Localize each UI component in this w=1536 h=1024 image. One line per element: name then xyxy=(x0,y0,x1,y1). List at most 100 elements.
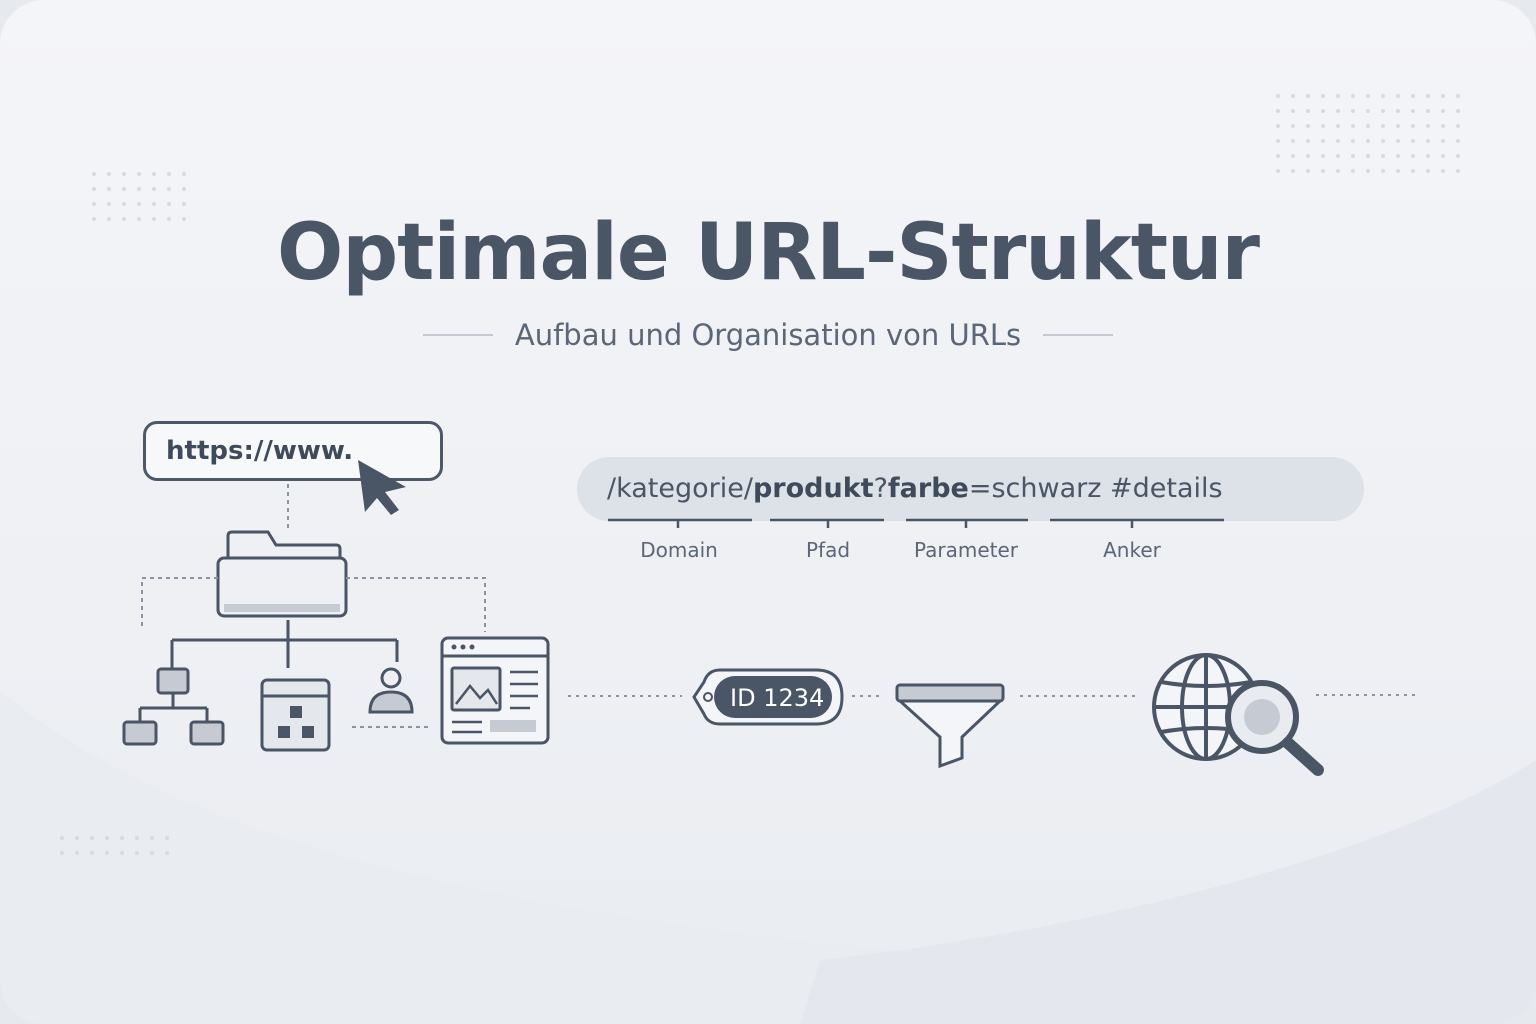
url-structure-bar: /kategorie/produkt?farbe=schwarz #detail… xyxy=(577,457,1364,521)
segment-label-pfad: Pfad xyxy=(805,538,851,562)
url-path-part1: /kategorie/ xyxy=(607,473,753,504)
decor-dot xyxy=(60,851,64,855)
decor-dot xyxy=(1276,169,1280,173)
decor-dot xyxy=(122,172,126,176)
decor-dot xyxy=(182,187,186,191)
decor-dot xyxy=(137,202,141,206)
decor-dot xyxy=(1441,139,1445,143)
decor-dot xyxy=(182,172,186,176)
decor-dot xyxy=(1411,109,1415,113)
decor-dot xyxy=(167,187,171,191)
decor-dot xyxy=(1381,124,1385,128)
decor-dot xyxy=(1426,94,1430,98)
decor-dot xyxy=(1456,124,1460,128)
decor-dot xyxy=(1291,124,1295,128)
decor-dot xyxy=(1276,139,1280,143)
user-icon xyxy=(368,667,414,714)
decor-dot xyxy=(137,172,141,176)
decor-dot xyxy=(1411,139,1415,143)
decor-dot xyxy=(1366,139,1370,143)
decor-dot xyxy=(1426,154,1430,158)
url-param-key: farbe xyxy=(887,473,969,504)
url-query-mark: ? xyxy=(873,473,888,504)
decor-dot xyxy=(1396,154,1400,158)
decor-dot xyxy=(1321,109,1325,113)
decor-dot xyxy=(1381,109,1385,113)
cursor-icon xyxy=(358,460,406,515)
url-param-value: =schwarz xyxy=(968,473,1102,504)
page-title: Optimale URL-Struktur xyxy=(277,208,1260,298)
decor-dot xyxy=(1276,94,1280,98)
decor-dot xyxy=(135,851,139,855)
decor-dot xyxy=(1306,139,1310,143)
decor-dot xyxy=(1291,109,1295,113)
decor-dot xyxy=(150,851,154,855)
url-text: /kategorie/produkt?farbe=schwarz #detail… xyxy=(607,473,1223,504)
decor-dot xyxy=(122,217,126,221)
decor-dot xyxy=(1336,124,1340,128)
decor-dot xyxy=(137,217,141,221)
decor-dot xyxy=(90,836,94,840)
decor-dot xyxy=(1336,139,1340,143)
tag-icon xyxy=(692,668,844,726)
decor-dot xyxy=(1336,154,1340,158)
decor-dot xyxy=(122,187,126,191)
decor-dot xyxy=(1456,154,1460,158)
decor-dot xyxy=(1396,139,1400,143)
decor-dot xyxy=(107,172,111,176)
decor-dot xyxy=(1306,154,1310,158)
url-path-part2: produkt xyxy=(752,473,874,504)
decor-dot xyxy=(1306,169,1310,173)
decor-dot xyxy=(1366,124,1370,128)
page-subtitle: Aufbau und Organisation von URLs xyxy=(514,318,1022,352)
decor-dot xyxy=(105,851,109,855)
decor-dot xyxy=(137,187,141,191)
decor-dot xyxy=(107,217,111,221)
decor-dot xyxy=(182,217,186,221)
decor-dot xyxy=(1456,139,1460,143)
decor-dot xyxy=(150,836,154,840)
url-anchor: #details xyxy=(1101,473,1223,504)
decor-dot xyxy=(167,217,171,221)
segment-label-anker: Anker xyxy=(1103,538,1161,562)
decor-dot xyxy=(1426,169,1430,173)
decor-dot xyxy=(1456,169,1460,173)
decor-dot xyxy=(182,202,186,206)
decor-dot xyxy=(1291,139,1295,143)
decor-dot xyxy=(1441,94,1445,98)
decor-dot xyxy=(1351,124,1355,128)
decor-dot xyxy=(1291,169,1295,173)
decor-dot xyxy=(60,836,64,840)
decor-dot xyxy=(152,172,156,176)
decor-dot xyxy=(1321,169,1325,173)
decor-dot xyxy=(1396,169,1400,173)
decor-dot xyxy=(1441,124,1445,128)
decor-dot xyxy=(1336,109,1340,113)
decor-dot xyxy=(1381,154,1385,158)
decor-dot xyxy=(92,172,96,176)
decor-dot xyxy=(1291,94,1295,98)
decor-dot xyxy=(1306,109,1310,113)
decor-dot xyxy=(1306,94,1310,98)
decor-dot xyxy=(122,202,126,206)
decor-dot xyxy=(152,202,156,206)
decor-dot xyxy=(120,836,124,840)
decor-dot xyxy=(1411,169,1415,173)
decor-dot xyxy=(1426,124,1430,128)
decor-dot xyxy=(90,851,94,855)
decor-dot xyxy=(1366,94,1370,98)
segment-label-domain: Domain xyxy=(640,538,718,562)
decor-dot xyxy=(1351,169,1355,173)
decor-dot xyxy=(1351,94,1355,98)
decor-dot xyxy=(1456,94,1460,98)
subtitle-line-left xyxy=(422,334,493,336)
decor-dot xyxy=(92,217,96,221)
decor-dot xyxy=(1411,94,1415,98)
decor-dot xyxy=(1396,124,1400,128)
decor-dot xyxy=(1321,154,1325,158)
webpage-icon xyxy=(440,636,550,745)
decor-dot xyxy=(1381,139,1385,143)
decor-dot xyxy=(75,851,79,855)
decor-dot xyxy=(1441,154,1445,158)
